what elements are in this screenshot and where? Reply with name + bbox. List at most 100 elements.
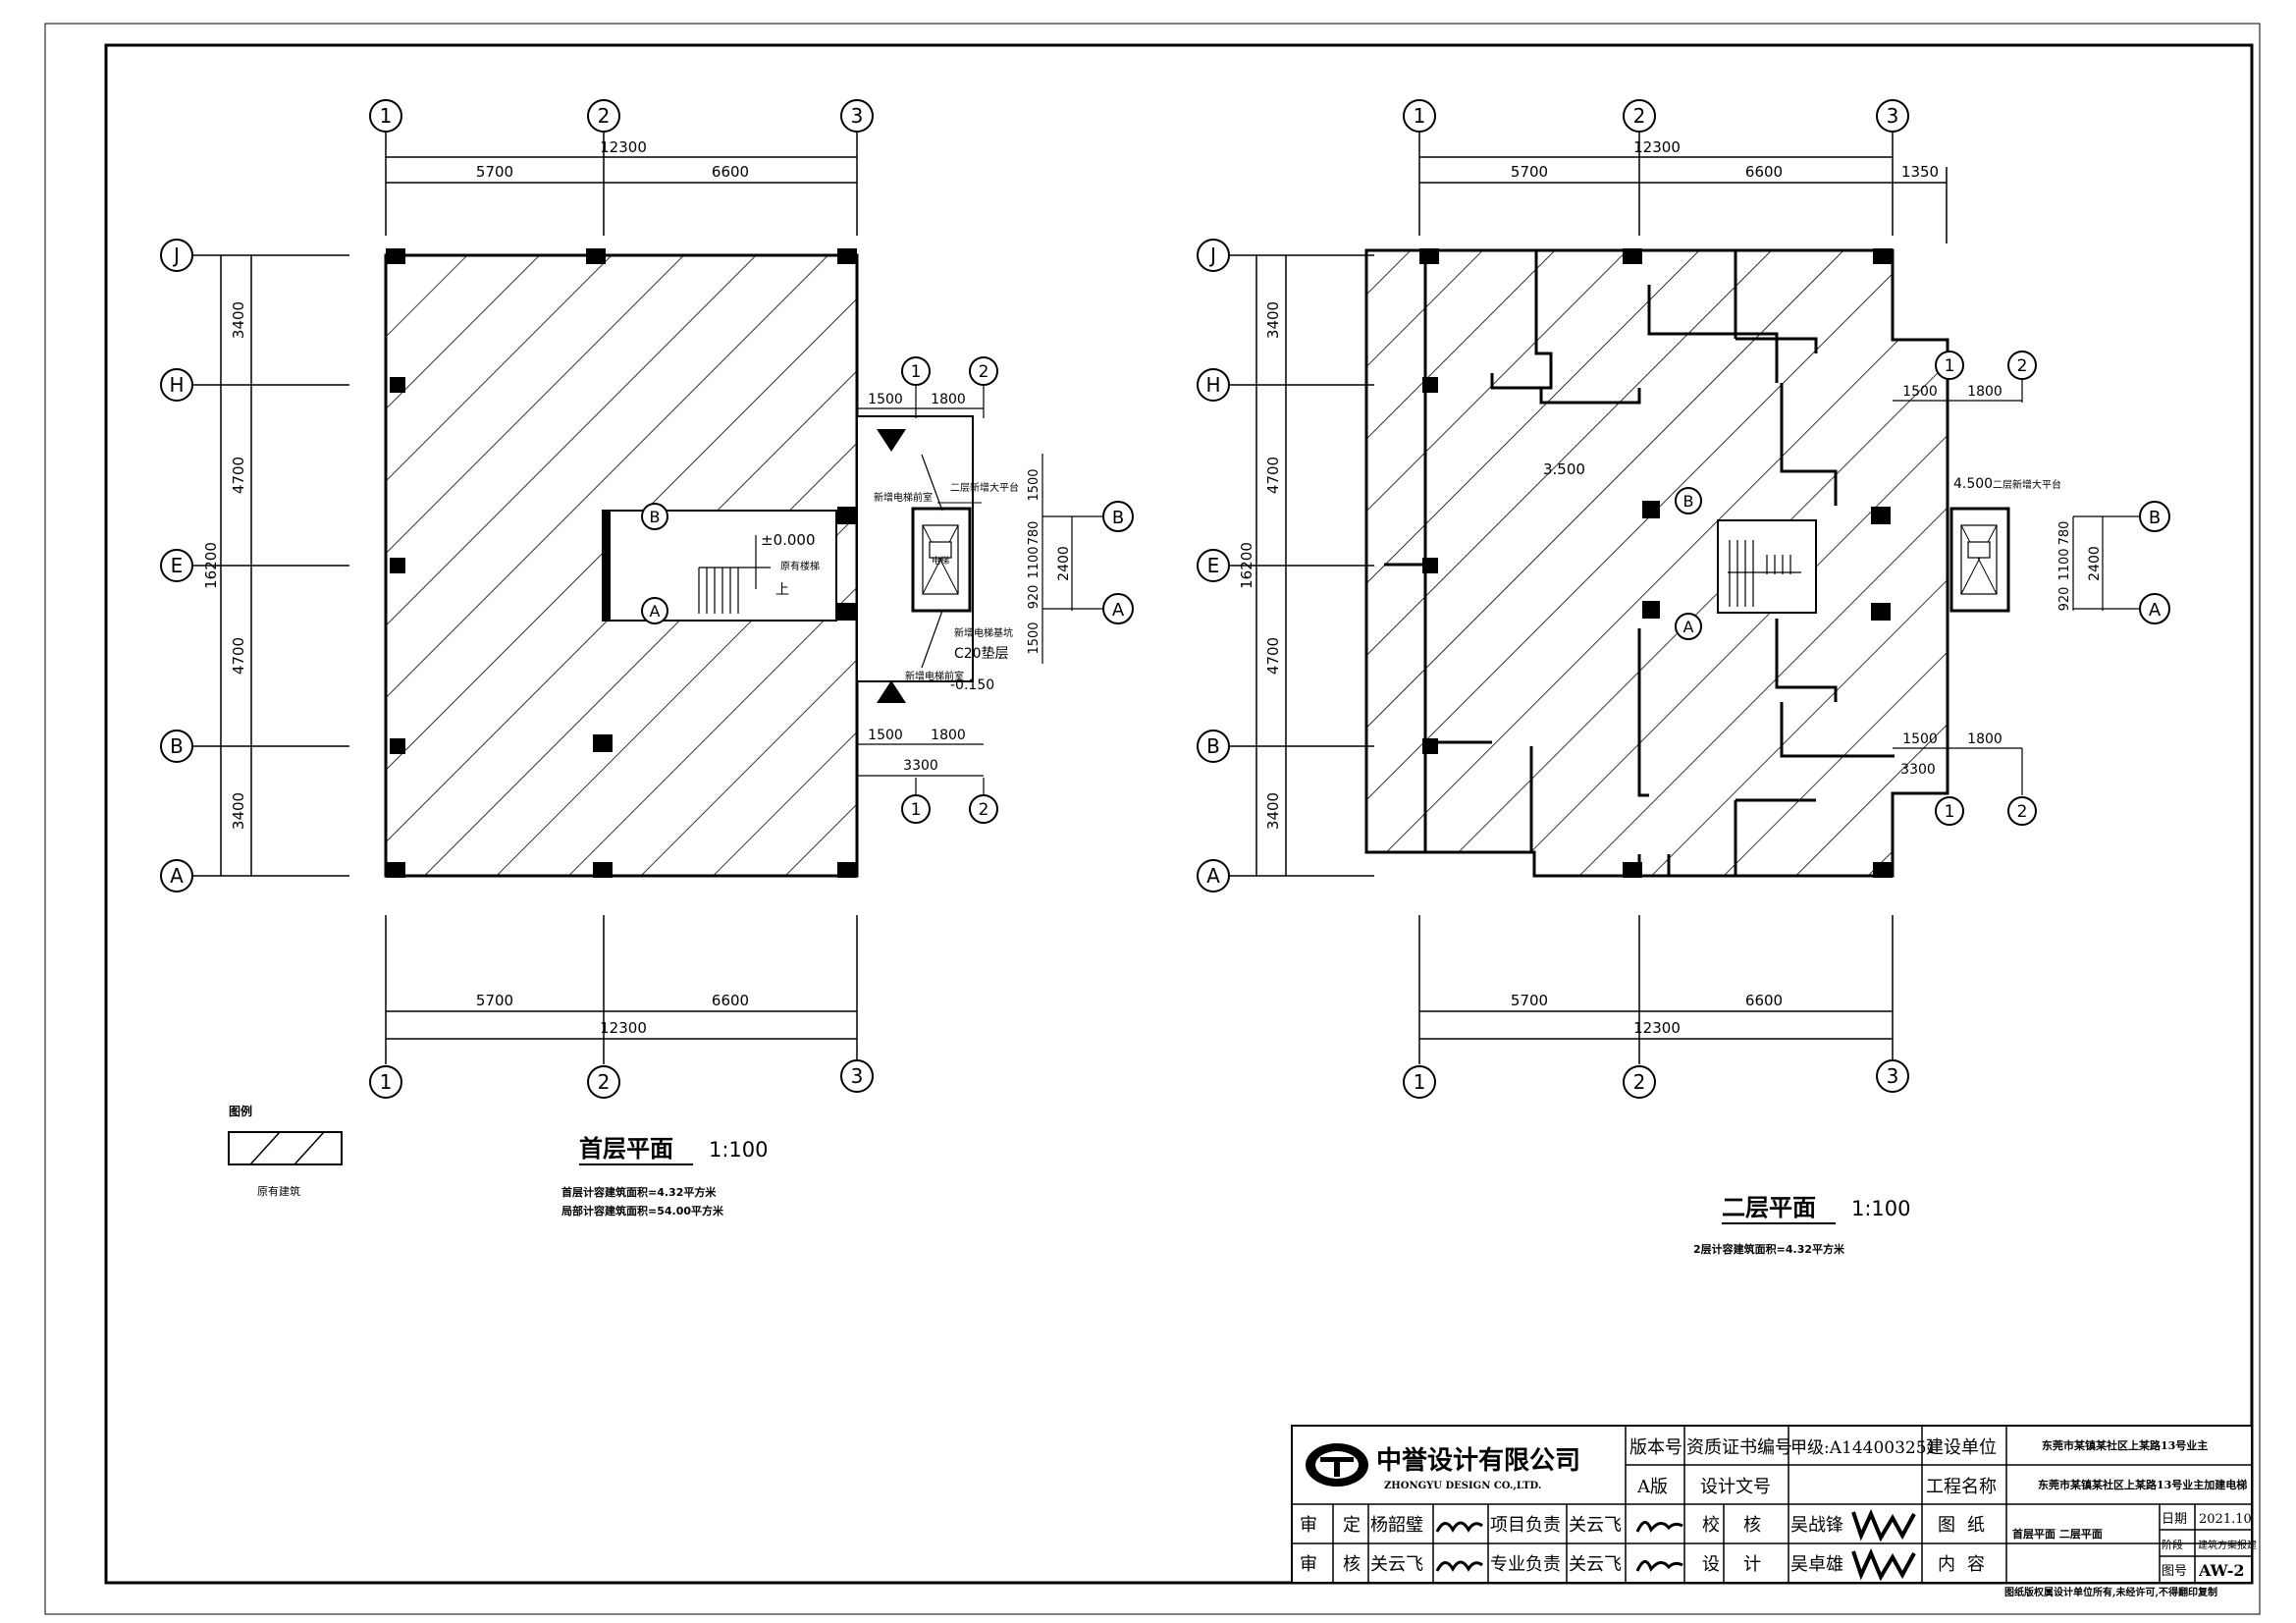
plan2-platform-label: 二层新增大平台: [1993, 478, 2061, 491]
plan1-axis-bottom: 5700 6600 12300 1 2 3: [369, 915, 874, 1099]
label-dims-elev_y-0: 1500: [1027, 468, 1041, 501]
label-dims-elev_x-1: 1800: [931, 728, 966, 743]
plan2-level-2f: 3.500: [1543, 460, 1585, 478]
label-axes-cols-2: 3: [1887, 104, 1899, 128]
plan1-title: 首层平面 1:100 首层计容建筑面积=4.32平方米 局部计容建筑面积=54.…: [561, 1135, 769, 1217]
label-titleblock-r3-3: 项目负责: [1490, 1515, 1561, 1536]
label-dims-elev_y-1: 780: [1027, 521, 1041, 546]
signature-project: [1635, 1521, 1683, 1533]
label-dims-elev_y-1: 780: [2057, 521, 2072, 546]
plan2-stair-opening: [1717, 519, 1817, 614]
label-titleblock-r1-0: 版本号: [1629, 1437, 1682, 1458]
label-axes-rows-4: A: [1683, 618, 1694, 636]
label-axes-rows-3: B: [2149, 508, 2161, 528]
legend-label: 原有建筑: [257, 1184, 300, 1198]
label-titleblock-r4-6: 计: [1743, 1554, 1761, 1575]
label-dims-seg_x-1: 6600: [712, 992, 749, 1009]
label-titleblock-r3-7: 吴战锋: [1790, 1515, 1843, 1536]
legend: 图例 原有建筑: [228, 1104, 343, 1198]
label-axes-cols-1: 2: [2017, 802, 2028, 822]
label-axes-rows-4: A: [1112, 600, 1125, 621]
label-axes-cols-0: 1: [1945, 802, 1955, 822]
label-titleblock-date_value: 2021.10: [2199, 1512, 2252, 1527]
label-dims-total_y: 16200: [1238, 542, 1255, 589]
label-titleblock-r1-3: 建设单位: [1926, 1437, 1997, 1458]
legend-hatch-swatch: [228, 1131, 343, 1165]
plan2-title-text: 二层平面: [1722, 1194, 1816, 1221]
plan1-columns: [386, 248, 857, 878]
label-titleblock-r3-4: 关云飞: [1569, 1515, 1622, 1536]
label-dims-total_x: 12300: [1633, 1019, 1681, 1037]
label-dims-seg_x-0: 5700: [476, 992, 513, 1009]
label-titleblock-no_label: 图号: [2162, 1564, 2187, 1579]
plan1-c20: C20垫层: [954, 646, 1009, 662]
plan2-dim-1350: 1350: [1901, 163, 1939, 181]
title-block: 中誉设计有限公司 ZHONGYU DESIGN CO.,LTD. 版本号 资质证…: [1291, 1425, 2257, 1598]
plan1-corridor-bottom: 新增电梯前室: [905, 670, 964, 682]
plan1-level-minus: -0.150: [950, 677, 994, 693]
dim-y2-left: 4700: [230, 457, 247, 494]
label-titleblock-r4-9: 容: [1967, 1554, 1985, 1575]
dim-total-y-left: 16200: [202, 542, 220, 589]
plan2-axis-top: 1 2 3 12300 5700 6600 1350: [1403, 99, 1948, 243]
label-axes-rows-2: E: [1207, 554, 1220, 577]
label-titleblock-r4-0: 审: [1300, 1554, 1317, 1575]
dim-y3-left: 4700: [230, 637, 247, 675]
plan2-elevator: 4.500 二层新增大平台: [1949, 476, 2061, 613]
plan2-note1: 2层计容建筑面积=4.32平方米: [1693, 1242, 1845, 1256]
label-axes-cols-2: 3: [1887, 1064, 1899, 1088]
plan2-axis-bottom: 5700 6600 12300 1 2 3: [1403, 915, 1909, 1099]
plan1-note2: 局部计容建筑面积=54.00平方米: [561, 1204, 724, 1217]
company-name-cn: 中誉设计有限公司: [1376, 1446, 1580, 1476]
axis-1-top: 1: [380, 104, 393, 128]
label-dims-elev_x-0: 1500: [868, 392, 903, 407]
plan2-scale: 1:100: [1851, 1197, 1911, 1220]
label-dims-elev_y-4: 1500: [1027, 622, 1041, 654]
axis-H-left: H: [169, 373, 184, 397]
label-titleblock-r3-5: 校: [1702, 1515, 1720, 1536]
label-titleblock-r4-4: 关云飞: [1569, 1554, 1622, 1575]
label-dims-elev_x-0: 1500: [1902, 384, 1938, 400]
label-dims-seg_y-0: 3400: [1264, 301, 1282, 339]
label-axes-cols-0: 1: [1414, 1070, 1426, 1094]
plan-ground-floor: 1 2 3 12300 5700 6600 J H E B A: [160, 99, 1134, 1217]
plan2-building-hatch: [1364, 248, 1949, 878]
label-titleblock-stage_label: 阶段: [2162, 1538, 2183, 1551]
axis-E-left: E: [171, 554, 184, 577]
drawing-number: AW-2: [2198, 1561, 2244, 1580]
label-titleblock-r3-9: 纸: [1967, 1515, 1985, 1536]
label-titleblock-r2-0: A版: [1636, 1477, 1668, 1497]
dim-total-x-top: 12300: [600, 138, 647, 156]
label-dims-elev_x-1: 1800: [931, 392, 966, 407]
label-titleblock-r1-2: 甲级:A144003251: [1790, 1438, 1937, 1458]
axis-2-top: 2: [598, 104, 611, 128]
label-titleblock-r4-2: 关云飞: [1370, 1554, 1423, 1575]
label-axes-cols-1: 2: [979, 800, 989, 820]
plan1-stair-treads: [698, 535, 771, 614]
signature-shenDing: [1435, 1521, 1483, 1534]
signature-zhuanye: [1635, 1560, 1683, 1572]
label-titleblock-r4-5: 设: [1702, 1554, 1720, 1575]
company-logo: [1306, 1443, 1368, 1487]
label-axes-rows-4: A: [2149, 600, 2162, 621]
company-name-en: ZHONGYU DESIGN CO.,LTD.: [1384, 1481, 1541, 1491]
sheet-inner-border: [104, 43, 2254, 1585]
label-axes-cols-0: 1: [380, 1070, 393, 1094]
label-titleblock-r4-8: 内: [1938, 1554, 1955, 1575]
label-titleblock-r2-3: 工程名称: [1926, 1477, 1997, 1497]
label-axes-rows-0: J: [1208, 243, 1216, 267]
label-axes-cols-1: 2: [1633, 1070, 1646, 1094]
axis-A-left: A: [170, 864, 184, 888]
label-dims-seg_x-0: 5700: [1511, 992, 1548, 1009]
label-dims-elev_y-3: 920: [2057, 587, 2072, 612]
label-titleblock-r3-0: 审: [1300, 1515, 1317, 1536]
plan-second-floor: 1 2 3 12300 5700 6600 1350 J H E B A: [1197, 99, 2170, 1256]
label-dims-elev_mid: 2400: [2087, 546, 2103, 581]
label-axes-cols-0: 1: [1945, 356, 1955, 376]
plan1-stair-axis-A: A: [650, 602, 661, 621]
plan1-stair-up: 上: [775, 582, 789, 598]
plan2-elevator-axes: 1 2 1500 1800 1500 1800 3300 1 2 780 110…: [1893, 351, 2170, 826]
label-axes-cols-1: 2: [979, 362, 989, 382]
axis-B-left: B: [170, 734, 184, 758]
